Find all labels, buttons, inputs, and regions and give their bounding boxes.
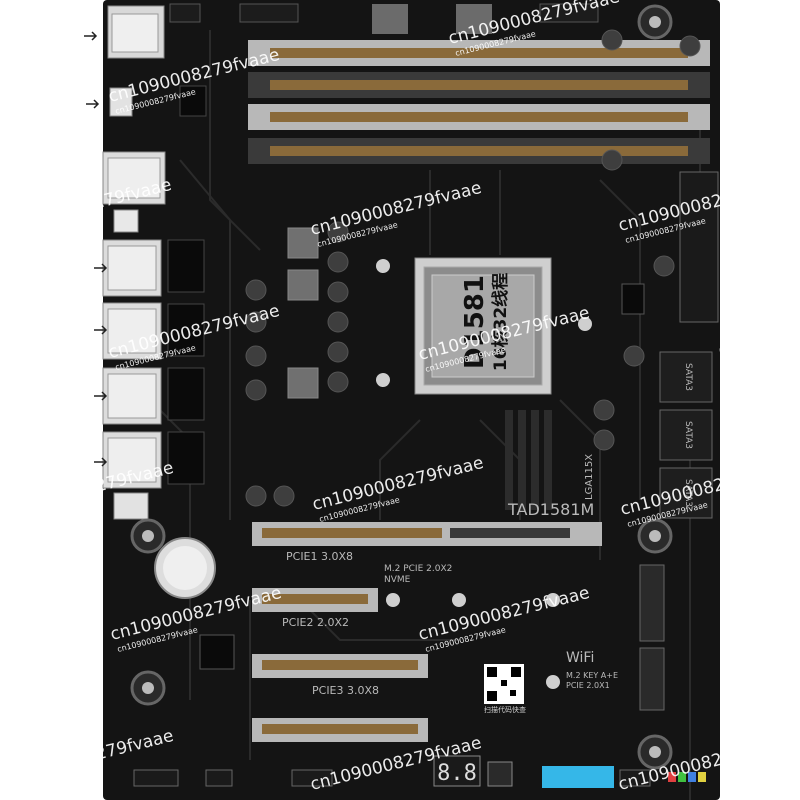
pcie-slot-2 [252, 588, 378, 612]
cpu-subtitle: 16核32线程 [490, 273, 511, 371]
usb3-header [542, 766, 614, 788]
heatsink-fins [505, 410, 552, 510]
cpu-die [431, 274, 535, 378]
io-port-small [109, 87, 133, 117]
socket-label: LGA115X [584, 454, 595, 500]
m2-slot [639, 564, 665, 711]
board-model: TAD1581M [507, 500, 594, 519]
dimm-slot [248, 40, 710, 66]
pcie-slot-3 [252, 654, 428, 678]
top-headers [169, 3, 599, 34]
sata-label: SATA3 [683, 421, 693, 449]
bios-chip [199, 634, 235, 670]
pcie-slots [252, 522, 602, 742]
lan-chips [167, 85, 207, 485]
vrm-chokes [287, 227, 319, 399]
dimm-slot [248, 72, 710, 98]
pcie-slot-1 [252, 522, 602, 546]
top-chip-2 [456, 4, 492, 34]
pcie1-label: PCIE1 3.0X8 [286, 550, 353, 563]
pcie3-label: PCIE3 3.0X8 [312, 684, 379, 697]
dimm-slot [248, 104, 710, 130]
qr-caption: 扫描代码快查 [484, 705, 526, 714]
wifi-label: WiFi [566, 650, 594, 666]
dimm-slot [248, 138, 710, 164]
sata-port [659, 467, 713, 519]
atx-power-connector [679, 171, 719, 323]
m2-label: M.2 PCIE 2.0X2 [384, 564, 452, 574]
wifi-sub2: PCIE 2.0X1 [566, 681, 610, 690]
sata-label: SATA3 [683, 363, 693, 391]
sata-port [659, 409, 713, 461]
io-arrow-icons [84, 31, 108, 467]
sata-label: SATA3 [683, 479, 693, 507]
cmos-battery [154, 537, 216, 599]
io-ports [102, 5, 166, 520]
sata-port [659, 351, 713, 403]
chip-small [621, 283, 645, 315]
wifi-sub1: M.2 KEY A+E [566, 671, 618, 680]
io-port-audio [113, 492, 149, 520]
dimm-slots [248, 40, 710, 164]
io-port-round [113, 209, 139, 233]
debug-code: 8.8 [437, 761, 477, 786]
bottom-headers: 8.8 [133, 755, 706, 788]
mounting-holes [130, 4, 673, 770]
cpu-model: D1581 [460, 275, 490, 369]
cpu: D1581 16核32线程 [414, 257, 552, 395]
capacitors [245, 29, 701, 507]
qr-code [484, 664, 524, 704]
pcie-slot-4 [252, 718, 428, 742]
pcie2-label: PCIE2 2.0X2 [282, 616, 349, 629]
nvme-label: NVME [384, 575, 411, 585]
sata-ports: SATA3 SATA3 SATA3 [659, 351, 713, 519]
top-chip-1 [372, 4, 408, 34]
usb-port [487, 761, 513, 787]
debug-display [433, 755, 481, 787]
